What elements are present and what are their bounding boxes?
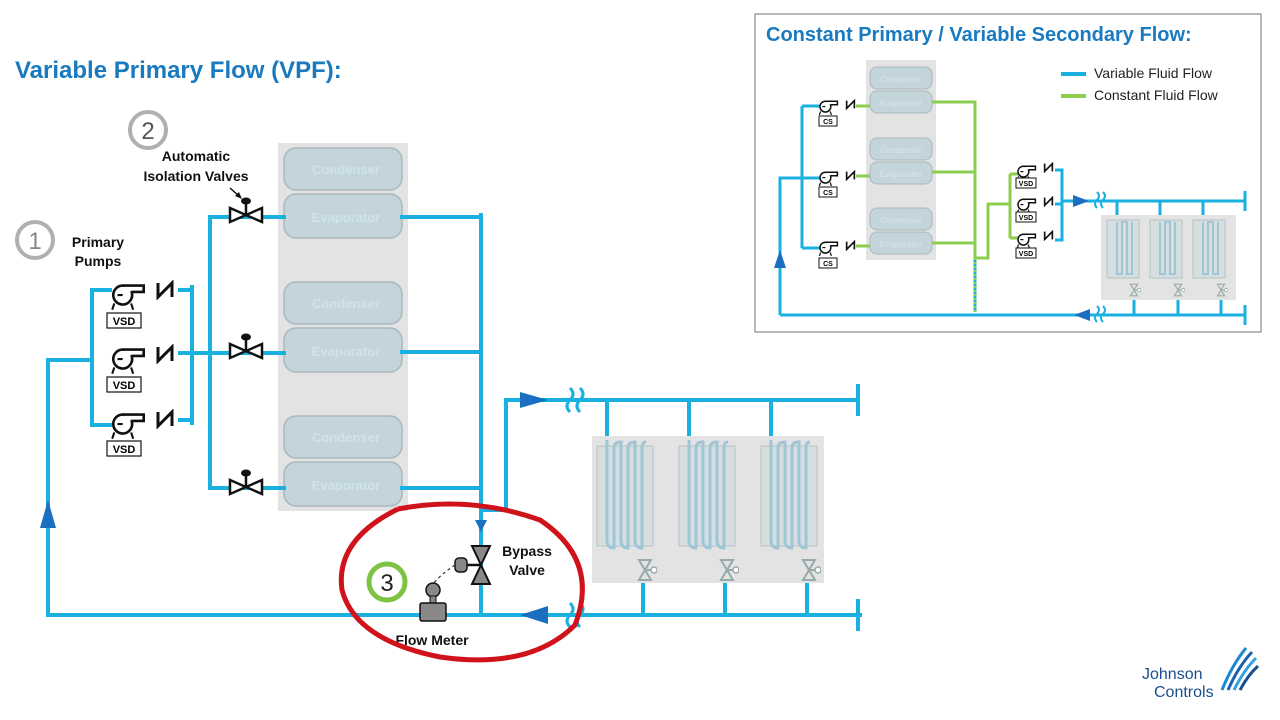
callout-bypass: 3 [366,561,408,603]
bypass-label-line1: Bypass [502,543,552,559]
pump-3-vsd-tag: VSD [113,444,136,456]
bypass-valve [454,545,492,585]
callout-2-line1: Automatic [162,148,231,164]
inset-chiller-2-condenser: Condenser [880,146,922,155]
inset-pump-2-tag: CS [823,190,833,197]
primary-pump-2: VSD [106,345,174,393]
logo-line2: Controls [1154,684,1214,701]
callout-1-line2: Pumps [75,253,122,269]
callout-1-number: 1 [28,228,41,255]
callout-2-line2: Isolation Valves [143,168,248,184]
inset-chiller-2-evaporator: Evaporator [880,170,922,179]
inset-chiller-1-condenser: Condenser [880,75,922,84]
pump-1-vsd-tag: VSD [113,316,136,328]
pump-2-vsd-tag: VSD [113,380,136,392]
callout-3-number: 3 [380,570,393,597]
flow-meter [419,582,447,622]
callout-2-number: 2 [141,118,154,145]
inset-vsd-3-tag: VSD [1019,251,1033,258]
callout-primary-pumps: 1 Primary Pumps [15,220,124,269]
signal-line [432,564,456,585]
primary-pump-1: VSD [106,281,174,329]
inset-secondary-pumps: VSD VSD VSD [1015,162,1054,259]
inset-primary-pumps: CS CS CS [818,99,856,269]
inset-vsd-2-tag: VSD [1019,215,1033,222]
chiller-3-condenser-label: Condenser [312,430,380,445]
inset-vsd-1-tag: VSD [1019,181,1033,188]
chiller-3: Condenser Evaporator [283,415,403,507]
primary-pump-3: VSD [106,410,174,457]
flow-meter-label: Flow Meter [395,632,469,648]
chiller-1: Condenser Evaporator [283,147,403,239]
page-title: Variable Primary Flow (VPF): [15,57,342,84]
chiller-1-condenser-label: Condenser [312,162,380,177]
inset-chiller-3-evaporator: Evaporator [880,240,922,249]
inset-title: Constant Primary / Variable Secondary Fl… [766,24,1192,46]
legend-variable-label: Variable Fluid Flow [1094,65,1213,81]
isolation-valve-3 [228,468,264,496]
inset-chiller-1-evaporator: Evaporator [880,99,922,108]
chiller-2-evaporator-label: Evaporator [312,344,381,359]
inset-pump-1-tag: CS [823,119,833,126]
inset-pump-3-tag: CS [823,261,833,268]
highlight-ellipse [338,501,585,663]
coil-bank [592,436,824,583]
chiller-3-evaporator-label: Evaporator [312,478,381,493]
main-piping [40,213,862,631]
bypass-label-line2: Valve [509,562,545,578]
logo-mark-icon [1220,647,1260,691]
inset-chiller-3-condenser: Condenser [880,216,922,225]
inset-panel: Constant Primary / Variable Secondary Fl… [754,13,1262,333]
chiller-1-evaporator-label: Evaporator [312,210,381,225]
callout-1-line1: Primary [72,234,124,250]
callout-isolation-valves: 2 Automatic Isolation Valves [128,110,249,184]
johnson-controls-logo: Johnson Controls [1142,647,1260,701]
chiller-2-condenser-label: Condenser [312,296,380,311]
logo-line1: Johnson [1142,666,1203,683]
legend-constant-label: Constant Fluid Flow [1094,87,1219,103]
